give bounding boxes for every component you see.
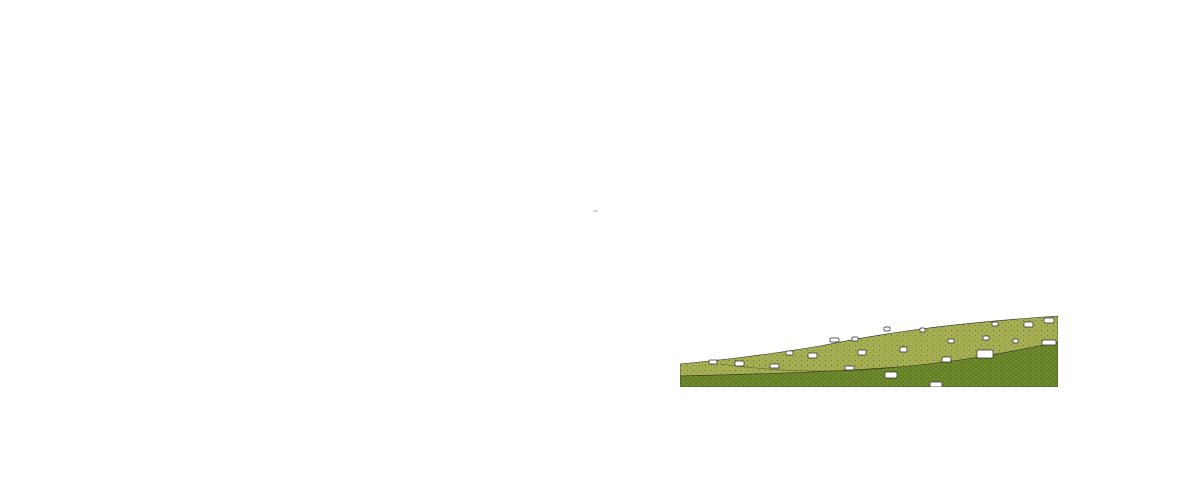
hillside-drawing [680,315,1058,387]
houses-group [708,317,1057,387]
loading-dot-icon [593,210,598,212]
hillside-illustration [680,314,1058,387]
field-line [719,363,911,372]
